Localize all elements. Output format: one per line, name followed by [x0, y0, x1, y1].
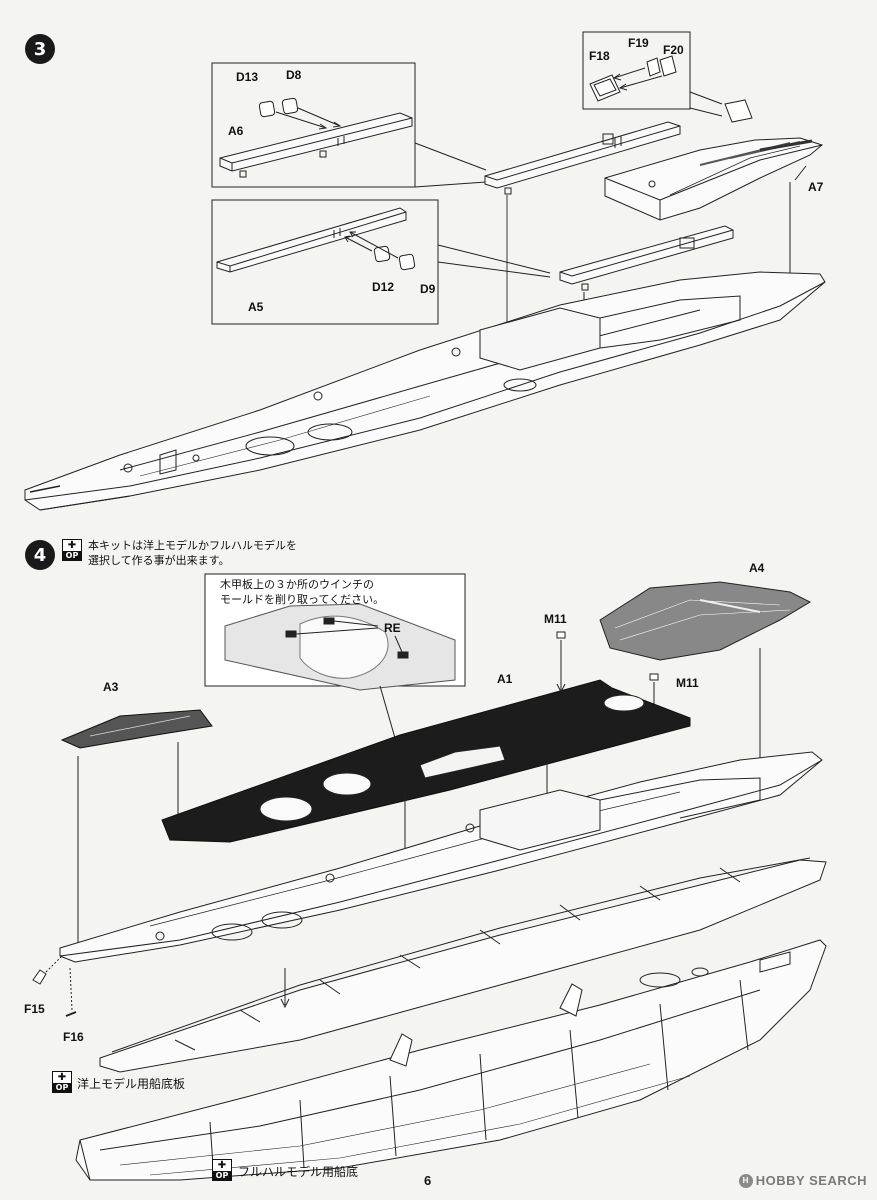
op-badge-text: OP [63, 551, 81, 560]
caption-fullhull: フルハルモデル用船底 [238, 1165, 359, 1179]
caption-waterline: 洋上モデル用船底板 [77, 1077, 186, 1091]
label-a3: A3 [103, 680, 119, 694]
part-m11-right [649, 673, 659, 681]
hull-step4-drawing [59, 751, 823, 963]
label-a5: A5 [248, 300, 264, 314]
op-badge-waterline: ✚ OP [52, 1071, 72, 1093]
part-a1-drawing [161, 679, 691, 843]
instruction-line1: 本キットは洋上モデルかフルハルモデルを [88, 539, 297, 552]
label-f19: F19 [628, 36, 649, 50]
part-a5-drawing [216, 207, 407, 273]
optional-icon: ✚ [57, 1072, 67, 1083]
label-a6: A6 [228, 124, 244, 138]
op-badge-text: OP [53, 1083, 71, 1092]
op-badge-step4: ✚ OP [62, 539, 82, 561]
label-d12: D12 [372, 280, 395, 294]
label-f15: F15 [24, 1002, 45, 1016]
label-a1: A1 [497, 672, 513, 686]
op-badge-text: OP [213, 1171, 231, 1180]
label-f16: F16 [63, 1030, 84, 1044]
watermark: H HOBBY SEARCH [738, 1173, 867, 1188]
label-re: RE [384, 621, 401, 635]
label-m11-top: M11 [544, 612, 567, 626]
part-a7-drawing [604, 137, 824, 221]
page-number: 6 [424, 1173, 432, 1188]
op-badge-fullhull: ✚ OP [212, 1159, 232, 1181]
part-a4-drawing [599, 581, 812, 661]
part-a6-drawing [219, 112, 413, 178]
callout-line2: モールドを削り取ってください。 [220, 593, 385, 606]
part-a3-drawing [60, 709, 213, 749]
label-d9: D9 [420, 282, 436, 296]
detail-box-f18-f20 [582, 31, 691, 110]
optional-icon: ✚ [67, 540, 77, 551]
label-d13: D13 [236, 70, 259, 84]
waterline-bottom-plate [99, 857, 827, 1073]
full-hull-bottom [75, 939, 827, 1181]
watermark-text: HOBBY SEARCH [755, 1173, 867, 1188]
instruction-line2: 選択して作る事が出来ます。 [88, 554, 230, 567]
label-f20: F20 [663, 43, 684, 57]
deck-detail-drawing [224, 603, 456, 691]
hull-step3-drawing [24, 271, 826, 511]
parts-d12-d9-drawing [344, 231, 416, 271]
label-d8: D8 [286, 68, 302, 82]
part-a5-placed [559, 225, 734, 291]
part-a6-placed [484, 121, 681, 195]
step-number-4: 4 [25, 540, 55, 570]
callout-line1: 木甲板上の３か所のウインチの [220, 578, 374, 591]
part-f16 [65, 1011, 77, 1017]
label-m11-right: M11 [676, 676, 699, 690]
step-number-3: 3 [25, 34, 55, 64]
label-f18: F18 [589, 49, 610, 63]
part-m11-top [556, 631, 566, 639]
label-a7: A7 [808, 180, 824, 194]
part-f15 [32, 969, 47, 985]
parts-d13-d8-drawing [258, 97, 342, 130]
hobby-search-logo-icon: H [738, 1173, 753, 1188]
parts-f18-f20-drawing [589, 55, 677, 102]
label-a4: A4 [749, 561, 765, 575]
detail-box-a6 [211, 62, 416, 188]
optional-icon: ✚ [217, 1160, 227, 1171]
